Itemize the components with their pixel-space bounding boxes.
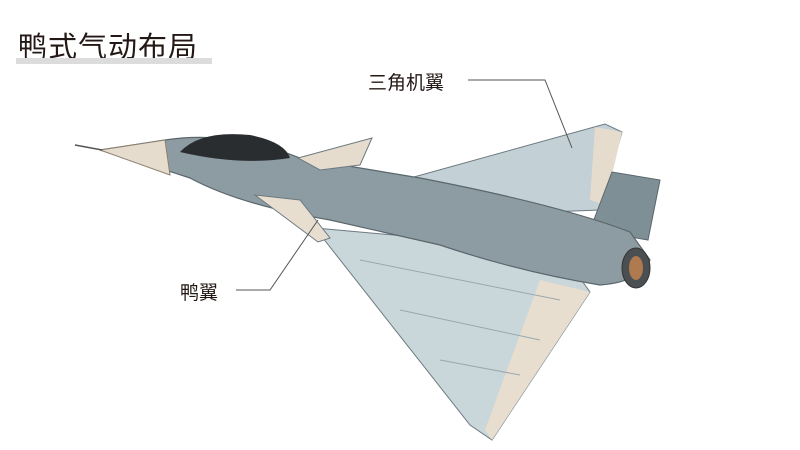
near-wing-edge: [485, 280, 590, 440]
delta-wing-label: 三角机翼: [368, 72, 445, 94]
canard-leader-line: [236, 219, 319, 291]
canard-label: 鸭翼: [180, 282, 219, 304]
canopy: [180, 134, 290, 161]
title-underline: [16, 58, 212, 64]
nose-cone: [99, 139, 171, 176]
far-wing-edge: [590, 127, 622, 205]
far-canard: [296, 137, 373, 171]
delta-wing-leader-line: [468, 79, 573, 149]
